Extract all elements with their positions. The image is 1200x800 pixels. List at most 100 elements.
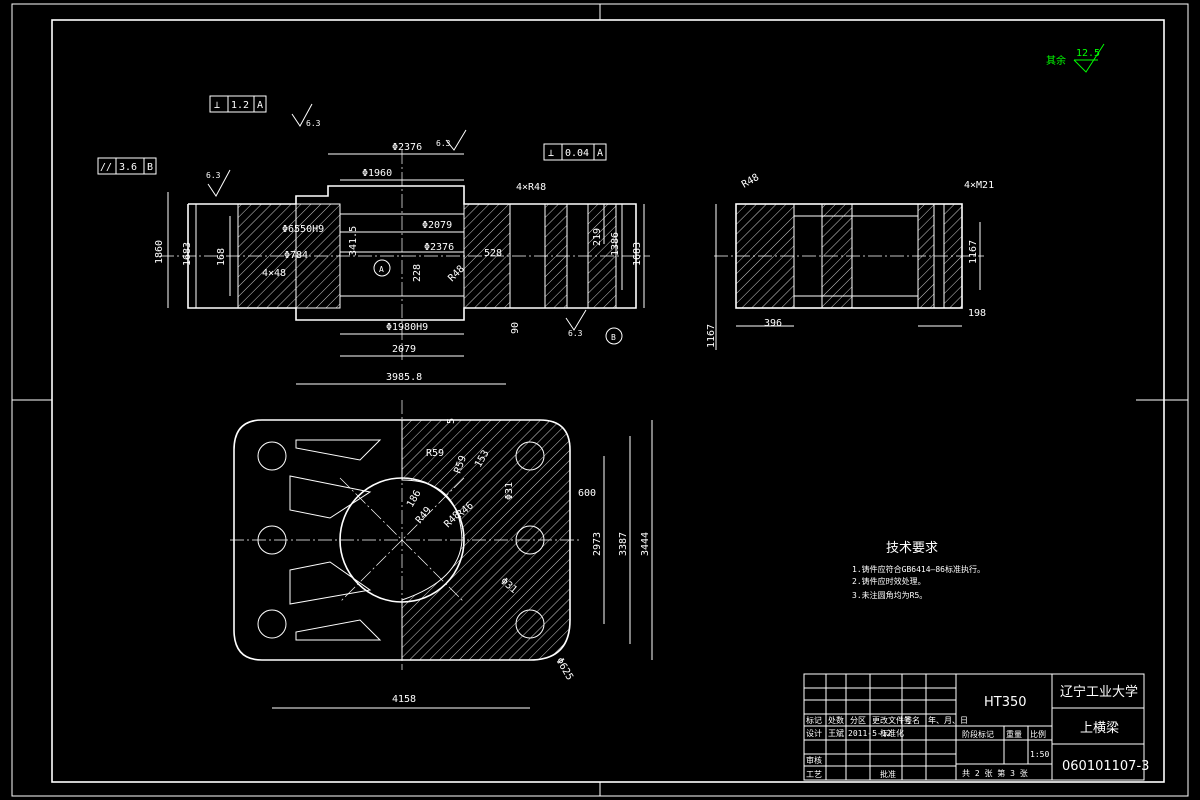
dim-text: 3985.8 — [386, 372, 422, 383]
svg-text:B: B — [147, 162, 153, 173]
dim-text: Φ2376 — [424, 242, 454, 253]
svg-text:⊥: ⊥ — [548, 148, 554, 159]
svg-text:1:50: 1:50 — [1030, 750, 1049, 759]
roughness-check-icon — [1073, 43, 1105, 73]
dim-text: 1167 — [706, 324, 717, 348]
tech-requirements: 技术要求 1.铸件应符合GB6414—86标准执行。 2.铸件应时效处理。 3.… — [852, 541, 985, 600]
dim-text: 1683 — [632, 242, 643, 266]
tech-req-title: 技术要求 — [886, 541, 938, 556]
side-view: R48 4×M21 1167 396 198 1167 — [706, 172, 994, 350]
datum-a-circle — [373, 259, 391, 277]
roughness-icon — [207, 169, 231, 197]
dim-text: 3387 — [618, 532, 629, 556]
surface-finish-note: 其余 12.5 — [1046, 43, 1105, 73]
dim-text: 528 — [484, 248, 502, 259]
svg-text:6.3: 6.3 — [568, 329, 583, 338]
dim-text: 341.5 — [348, 226, 359, 256]
part-name: 上横梁 — [1080, 721, 1119, 736]
top-diag-centerline — [339, 477, 465, 603]
dim-text: R59 — [426, 448, 444, 459]
dim-text: Φ784 — [284, 250, 308, 261]
dim-text: 168 — [216, 248, 227, 266]
svg-text:阶段标记: 阶段标记 — [962, 729, 994, 739]
svg-text:设计: 设计 — [806, 728, 822, 738]
dim-text: Φ6550H9 — [282, 224, 324, 235]
svg-text:处数: 处数 — [828, 715, 844, 725]
dim-text: 2973 — [592, 532, 603, 556]
front-section-right — [463, 203, 511, 309]
dim-text: Φ625 — [553, 656, 575, 682]
dim-text: Φ1980H9 — [386, 322, 428, 333]
svg-text:更改文件号: 更改文件号 — [872, 715, 912, 725]
inner-frame — [51, 19, 1165, 783]
dim-text: 219 — [592, 228, 603, 246]
dim-text: 396 — [764, 318, 782, 329]
surface-finish-prefix: 其余 — [1046, 54, 1066, 67]
dim-text: 186 — [405, 488, 424, 509]
datum-a-label: A — [379, 265, 384, 274]
svg-text:比例: 比例 — [1030, 729, 1046, 739]
bolt-hole — [515, 609, 545, 639]
dim-text: Φ2376 — [392, 142, 422, 153]
dim-text: 1683 — [182, 242, 193, 266]
dim-text: Φ2079 — [422, 220, 452, 231]
svg-text:标准化: 标准化 — [880, 728, 904, 738]
tolerance-frame-1: ⊥ 1.2 A — [209, 95, 267, 113]
svg-text:年、月、日: 年、月、日 — [928, 715, 968, 725]
roughness-icon — [291, 103, 313, 127]
dim-text: R49 — [414, 505, 434, 526]
drawing-number: 060101107-3 — [1062, 759, 1149, 774]
svg-text:2011-5-12: 2011-5-12 — [848, 729, 892, 738]
svg-text:审核: 审核 — [806, 755, 822, 765]
svg-text:王斌: 王斌 — [828, 728, 844, 738]
tech-req-item: 1.铸件应符合GB6414—86标准执行。 — [852, 564, 985, 574]
bolt-hole — [257, 609, 287, 639]
top-view: 5 R59 R59 153 R49 R48 R46 186 Φ31 600 29… — [230, 400, 653, 709]
rib-pocket — [289, 561, 372, 605]
svg-text:6.3: 6.3 — [306, 119, 321, 128]
dim-text: 600 — [578, 488, 596, 499]
front-outline — [187, 185, 637, 321]
front-view: ⊥ 1.2 A // 3.6 B ⊥ 0.04 A 6.3 6.3 6.3 6.… — [97, 95, 650, 385]
roughness-icon — [565, 309, 587, 331]
svg-text:工艺: 工艺 — [806, 770, 822, 779]
svg-text:签名: 签名 — [904, 715, 920, 725]
svg-text:3.6: 3.6 — [119, 162, 137, 173]
svg-text:6.3: 6.3 — [206, 171, 221, 180]
dim-text: 4×48 — [262, 268, 286, 279]
dim-text: 4158 — [392, 694, 416, 705]
dim-text: 5 — [446, 418, 457, 424]
svg-text:共 2 张 第 3 张: 共 2 张 第 3 张 — [962, 768, 1028, 778]
svg-text:0.04: 0.04 — [565, 148, 589, 159]
title-block: 标记 处数 分区 更改文件号 签名 年、月、日 设计 王斌 2011-5-12 … — [803, 673, 1149, 781]
dim-text: 2079 — [392, 344, 416, 355]
material-label: HT350 — [984, 695, 1027, 710]
svg-text:A: A — [257, 100, 263, 111]
dim-text: 90 — [510, 322, 521, 334]
top-diag-centerline — [339, 477, 465, 603]
dim-text: 1167 — [968, 240, 979, 264]
dim-text: R48 — [740, 172, 761, 191]
dim-text: 228 — [412, 264, 423, 282]
svg-text:标记: 标记 — [806, 715, 822, 725]
rib-pocket — [295, 439, 382, 461]
svg-text:重量: 重量 — [1006, 729, 1022, 739]
surface-finish-value: 12.5 — [1076, 48, 1100, 59]
dim-text: 4×R48 — [516, 182, 546, 193]
svg-text:⊥: ⊥ — [214, 100, 220, 111]
rib-pocket — [289, 475, 372, 519]
dim-text: 1386 — [610, 232, 621, 256]
dim-text: Φ31 — [504, 482, 515, 500]
svg-text://: // — [100, 162, 112, 173]
svg-text:分区: 分区 — [850, 716, 866, 725]
roughness-icon — [445, 129, 467, 151]
tolerance-frame-3: ⊥ 0.04 A — [543, 143, 607, 161]
dim-text: 3444 — [640, 532, 651, 556]
university-label: 辽宁工业大学 — [1060, 684, 1138, 700]
outer-frame — [11, 3, 1189, 797]
dim-text: 4×M21 — [964, 180, 994, 191]
rib-pocket — [295, 619, 382, 641]
bolt-hole — [515, 441, 545, 471]
